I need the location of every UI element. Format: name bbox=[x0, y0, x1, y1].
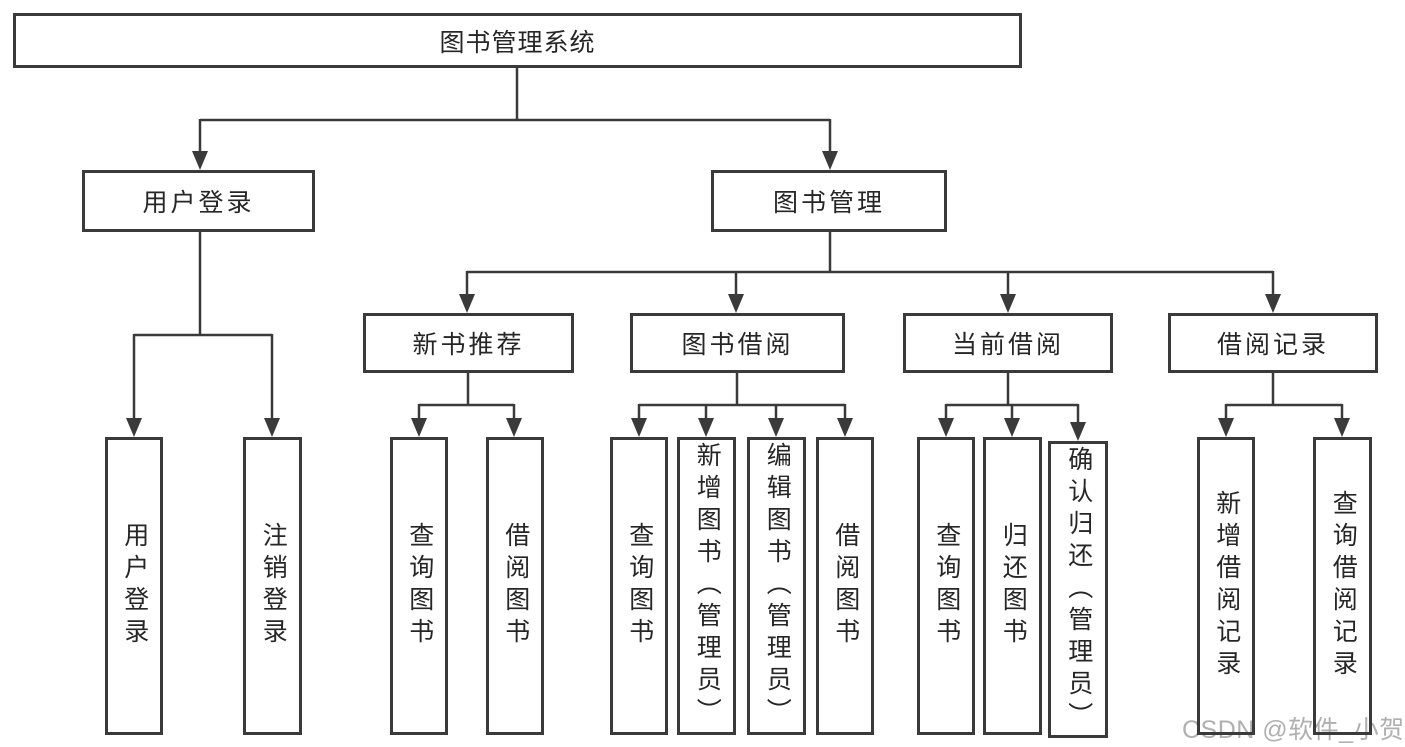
arrowhead bbox=[837, 418, 853, 437]
node-book-management: 图书管理 bbox=[711, 170, 947, 232]
edge-current-to-leaves bbox=[944, 372, 1080, 425]
node-new-book-recommend: 新书推荐 bbox=[363, 313, 574, 373]
arrowhead bbox=[1000, 294, 1016, 313]
watermark: CSDN @软件_小贺同学 bbox=[1182, 716, 1405, 744]
leaf-confirm-return-admin: 确认归还（管理员） bbox=[1048, 441, 1108, 738]
leaf-query-books-recommend: 查询图书 bbox=[390, 437, 448, 735]
arrowhead bbox=[1004, 418, 1020, 437]
node-current-borrowing: 当前借阅 bbox=[903, 313, 1113, 373]
leaf-user-login: 用户登录 bbox=[105, 437, 163, 735]
arrowheads bbox=[126, 151, 1350, 441]
leaf-edit-books-admin: 编辑图书（管理员） bbox=[747, 437, 806, 735]
leaf-query-borrow-record: 查询借阅记录 bbox=[1313, 437, 1372, 735]
edges bbox=[132, 68, 1344, 425]
arrowhead bbox=[768, 418, 784, 437]
leaf-borrow-books-borrowing: 借阅图书 bbox=[816, 437, 874, 735]
leaf-add-borrow-record: 新增借阅记录 bbox=[1197, 437, 1255, 735]
leaf-borrow-books-recommend: 借阅图书 bbox=[486, 437, 544, 735]
arrowhead bbox=[192, 151, 208, 170]
arrowhead bbox=[1218, 418, 1234, 437]
arrowhead bbox=[1334, 418, 1350, 437]
arrowhead bbox=[822, 151, 838, 170]
arrowhead bbox=[631, 418, 647, 437]
arrowhead bbox=[938, 418, 954, 437]
leaf-return-books: 归还图书 bbox=[983, 437, 1042, 735]
edge-root-to-level2 bbox=[198, 68, 832, 154]
arrowhead bbox=[264, 418, 280, 437]
edge-records-to-leaves bbox=[1224, 372, 1344, 421]
node-user-login: 用户登录 bbox=[82, 170, 315, 232]
arrowhead bbox=[1070, 422, 1086, 441]
arrowhead bbox=[459, 294, 475, 313]
leaf-query-books-borrowing: 查询图书 bbox=[610, 437, 668, 735]
leaf-query-books-current: 查询图书 bbox=[917, 437, 975, 735]
leaf-logout-login: 注销登录 bbox=[243, 437, 302, 735]
edge-newbooks-to-leaves bbox=[417, 372, 516, 421]
edge-userlogin-to-leaves bbox=[132, 231, 274, 421]
node-library-system: 图书管理系统 bbox=[13, 13, 1022, 68]
edge-borrowing-to-leaves bbox=[637, 372, 847, 421]
edge-bookmgmt-to-level3 bbox=[465, 231, 1275, 297]
arrowhead bbox=[506, 418, 522, 437]
arrowhead bbox=[698, 418, 714, 437]
arrowhead bbox=[411, 418, 427, 437]
leaf-add-books-admin: 新增图书（管理员） bbox=[677, 437, 736, 735]
arrowhead bbox=[126, 418, 142, 437]
arrowhead bbox=[728, 294, 744, 313]
node-borrowing-records: 借阅记录 bbox=[1168, 313, 1378, 373]
node-book-borrowing: 图书借阅 bbox=[630, 313, 845, 373]
arrowhead bbox=[1265, 294, 1281, 313]
